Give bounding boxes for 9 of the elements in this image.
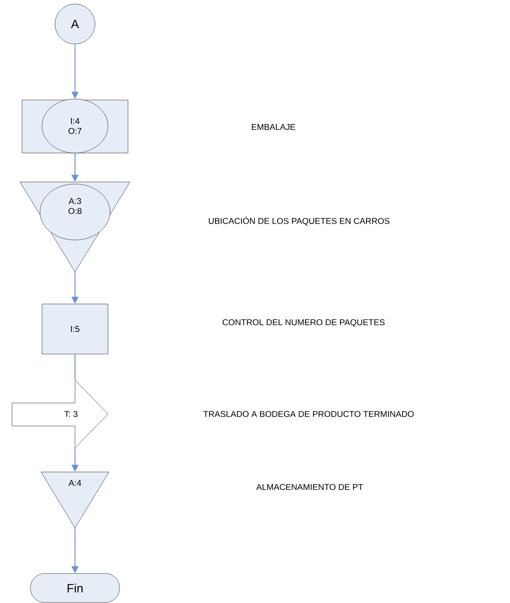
step-description: EMBALAJE bbox=[252, 124, 296, 130]
storage-triangle: A:4 bbox=[40, 472, 110, 528]
step-description: CONTROL DEL NUMERO DE PAQUETES bbox=[222, 319, 385, 327]
connector-line bbox=[74, 354, 76, 380]
step-description: TRASLADO A BODEGA DE PRODUCTO TERMINADO bbox=[203, 411, 414, 417]
inspection-box: I:5 bbox=[42, 304, 108, 354]
step-description: UBICACIÓN DE LOS PAQUETES EN CARROS bbox=[208, 216, 390, 226]
end-terminal: Fin bbox=[30, 573, 120, 603]
step-description: ALMACENAMIENTO DE PT bbox=[256, 484, 364, 490]
